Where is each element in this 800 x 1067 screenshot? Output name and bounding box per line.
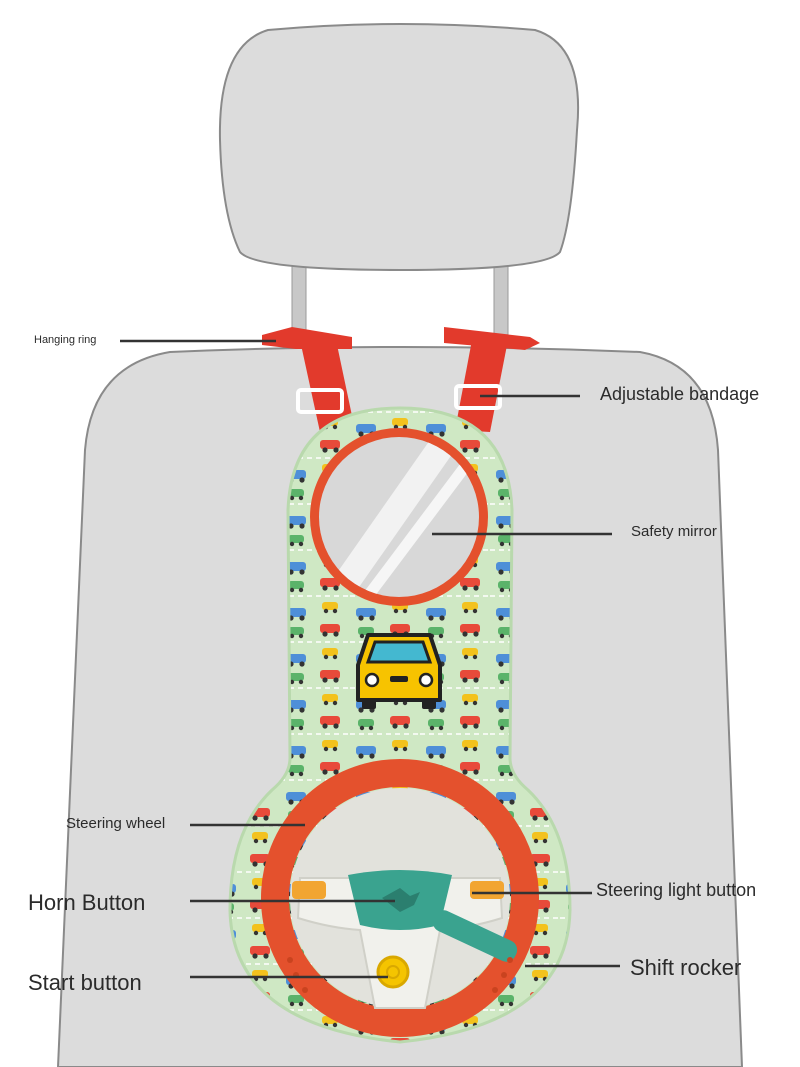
start-button xyxy=(376,955,410,989)
shift-rocker xyxy=(432,910,518,962)
safety-mirror xyxy=(310,428,488,606)
callout-adjustable-bandage: Adjustable bandage xyxy=(600,384,760,404)
headrest xyxy=(218,23,580,363)
callout-steering-light-button: Steering light button xyxy=(596,880,757,900)
callout-lines xyxy=(120,339,620,979)
straps xyxy=(296,340,508,432)
plane-icon xyxy=(382,888,420,912)
callout-shift-rocker: Shift rocker xyxy=(630,955,742,980)
callout-hanging-ring: Hanging ring xyxy=(34,334,97,346)
steering-wheel xyxy=(261,759,539,1037)
callout-horn-button: Horn Button xyxy=(28,890,146,915)
callout-safety-mirror: Safety mirror xyxy=(631,523,717,540)
turn-signal-left xyxy=(292,881,326,899)
car-icon xyxy=(356,633,442,709)
callout-start-button: Start button xyxy=(28,970,142,995)
hanging-rings xyxy=(262,327,540,350)
turn-signal-right xyxy=(470,881,504,899)
callout-steering-wheel: Steering wheel xyxy=(66,815,166,832)
